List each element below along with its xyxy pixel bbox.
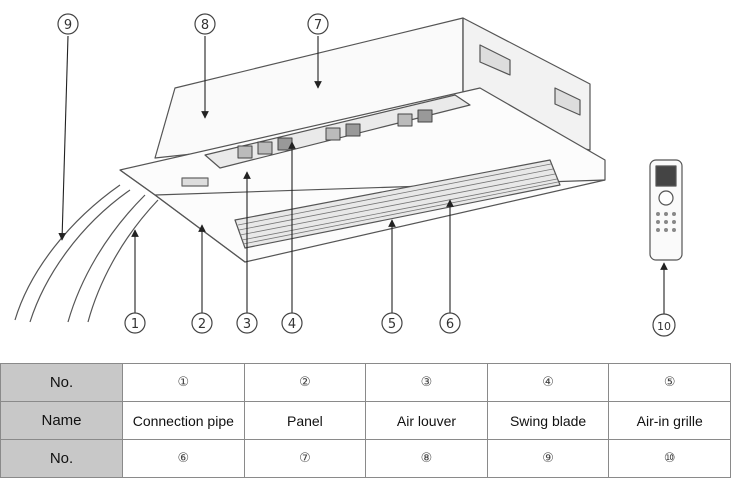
- parts-table: No. ① ② ③ ④ ⑤ Name Connection pipe Panel…: [0, 363, 731, 478]
- table-row: No. ⑥ ⑦ ⑧ ⑨ ⑩: [0, 439, 731, 478]
- table-cell: ⑨: [486, 439, 610, 478]
- svg-text:5: 5: [388, 317, 396, 332]
- table-cell: ②: [243, 363, 367, 402]
- callout-9: 9: [57, 13, 79, 35]
- table-row: No. ① ② ③ ④ ⑤: [0, 363, 731, 402]
- table-cell: Panel: [243, 401, 367, 440]
- mounting-bracket-icon: [479, 44, 581, 116]
- callout-5: 5: [381, 312, 403, 334]
- table-cell: Air louver: [365, 401, 488, 440]
- table-cell: ⑧: [365, 439, 488, 478]
- table-cell: ④: [486, 363, 610, 402]
- row-label: Name: [0, 401, 123, 440]
- table-cell: ⑤: [608, 363, 731, 402]
- callout-10: 10: [652, 313, 676, 337]
- air-louver-slot: [204, 94, 471, 169]
- svg-text:8: 8: [201, 18, 209, 33]
- callout-3: 3: [236, 312, 258, 334]
- svg-text:3: 3: [243, 317, 251, 332]
- table-cell: Swing blade: [486, 401, 610, 440]
- table-row: Name Connection pipe Panel Air louver Sw…: [0, 401, 731, 440]
- svg-text:7: 7: [314, 18, 322, 33]
- connection-pipe: [14, 184, 159, 323]
- svg-text:9: 9: [64, 18, 72, 33]
- table-cell: Connection pipe: [122, 401, 245, 440]
- table-cell: ③: [365, 363, 488, 402]
- callout-2: 2: [191, 312, 213, 334]
- table-cell: Air-in grille: [608, 401, 731, 440]
- row-label: No.: [0, 439, 123, 478]
- leader-lines: [58, 35, 668, 315]
- display-indicator-icon: [181, 177, 209, 187]
- svg-text:1: 1: [131, 317, 139, 332]
- callout-1: 1: [124, 312, 146, 334]
- svg-text:10: 10: [657, 320, 671, 333]
- callout-8: 8: [194, 13, 216, 35]
- table-cell: ⑩: [608, 439, 731, 478]
- unit-diagram: 9 8 7 1 2 3 4 5 6 10: [14, 13, 683, 337]
- remote-controller-icon: [649, 159, 683, 261]
- callout-6: 6: [439, 312, 461, 334]
- callout-7: 7: [307, 13, 329, 35]
- svg-text:2: 2: [198, 317, 206, 332]
- svg-text:6: 6: [446, 317, 454, 332]
- row-label: No.: [0, 363, 123, 402]
- callout-4: 4: [281, 312, 303, 334]
- svg-text:4: 4: [288, 317, 296, 332]
- table-cell: ⑥: [122, 439, 245, 478]
- table-cell: ①: [122, 363, 245, 402]
- table-cell: ⑦: [243, 439, 367, 478]
